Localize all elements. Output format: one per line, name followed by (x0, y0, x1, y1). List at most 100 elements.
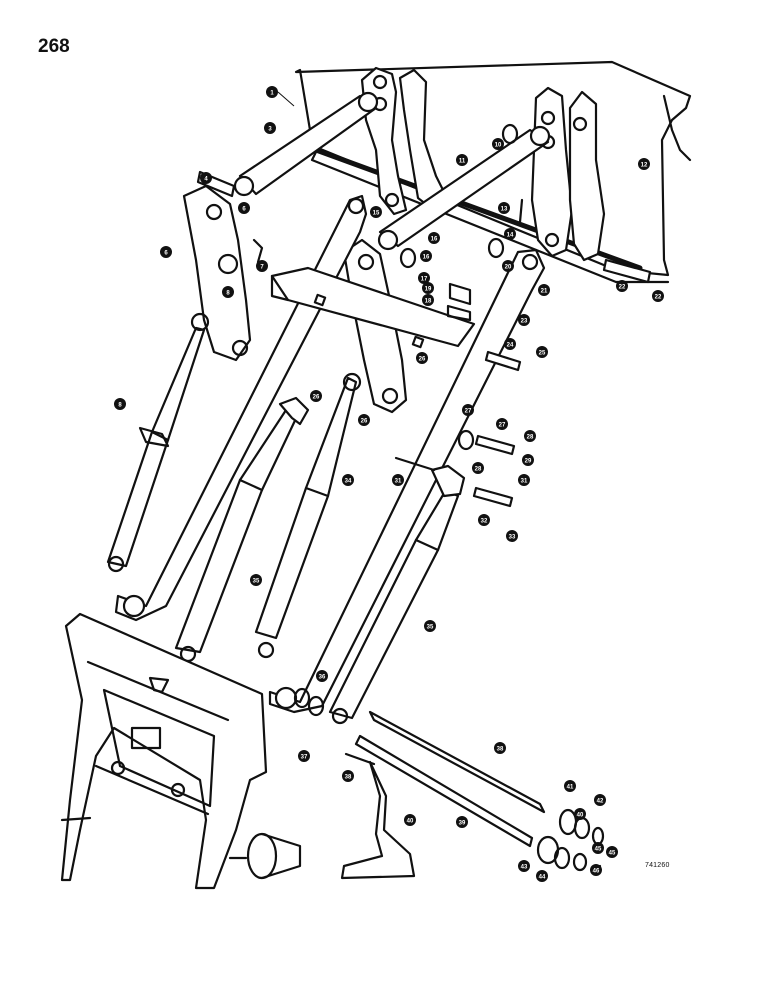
callout-38: 3 (264, 122, 276, 134)
callout-number: 18 (425, 298, 432, 304)
callout-number: 13 (501, 206, 508, 212)
callout-18: 38 (494, 742, 506, 754)
callout-17: 40 (574, 808, 586, 820)
callout-16: 29 (522, 454, 534, 466)
callout-number: 45 (609, 850, 616, 856)
callout-number: 7 (260, 264, 264, 270)
callout-number: 33 (509, 534, 516, 540)
callout-29: 8 (114, 398, 126, 410)
callout-number: 1 (270, 90, 274, 96)
callout-number: 12 (641, 162, 648, 168)
callout-30: 25 (536, 346, 548, 358)
callout-37: 19 (422, 282, 434, 294)
callout-number: 4 (204, 176, 208, 182)
callout-number: 41 (567, 784, 574, 790)
callout-36: 18 (422, 294, 434, 306)
callout-39: 4 (200, 172, 212, 184)
callout-41: 22 (652, 290, 664, 302)
lift-cylinder-left (174, 396, 310, 663)
tilt-cylinder-left (106, 312, 210, 573)
callout-40b: 16 (428, 232, 440, 244)
callout-number: 21 (541, 288, 548, 294)
callout-number: 43 (521, 864, 528, 870)
callout-1: 40 (404, 814, 416, 826)
bracket-item-1 (340, 760, 416, 880)
callout-number: 6 (164, 250, 168, 256)
callout-44: 14 (504, 228, 516, 240)
callout-number: 15 (373, 210, 380, 216)
callout-24: 20 (502, 260, 514, 272)
callout-27b: 26 (358, 414, 370, 426)
callout-13: 45 (606, 846, 618, 858)
callout-16b: 42 (594, 794, 606, 806)
callout-number: 42 (597, 798, 604, 804)
callout-27: 26 (310, 390, 322, 402)
callout-6b: 35 (424, 620, 436, 632)
callout-number: 31 (395, 478, 402, 484)
lift-cylinder-middle (254, 372, 362, 659)
callout-balloons: 1 3 4 6 6 7 8 8 10 11 12 13 14 15 16 16 … (114, 86, 664, 882)
callout-11: 46 (590, 864, 602, 876)
callout-number: 34 (345, 478, 352, 484)
callout-number: 38 (497, 746, 504, 752)
callout-7: 33 (506, 530, 518, 542)
callout-14: 43 (518, 860, 530, 872)
callout-31: 24 (504, 338, 516, 350)
callout-26: 6 (160, 246, 172, 258)
callout-34: 8 (222, 286, 234, 298)
callout-30b: 28 (524, 430, 536, 442)
callout-21: 36 (316, 670, 328, 682)
figure-reference-number: 741260 (645, 862, 670, 869)
pivot-shafts (354, 710, 605, 872)
tilt-link-upper-right (377, 125, 551, 251)
callout-number: 14 (507, 232, 514, 238)
callout-43: 13 (498, 202, 510, 214)
callout-number: 16 (431, 236, 438, 242)
loader-frame (60, 612, 268, 890)
callout-number: 40 (577, 812, 584, 818)
callout-26b: 21 (538, 284, 550, 296)
callout-12: 45 (592, 842, 604, 854)
callout-number: 37 (301, 754, 308, 760)
callout-number: 45 (595, 846, 602, 852)
callout-10: 31 (518, 474, 530, 486)
callout-number: 44 (539, 874, 546, 880)
callout-number: 6 (242, 206, 246, 212)
callout-8: 31 (392, 474, 404, 486)
callout-number: 8 (226, 290, 230, 296)
callout-number: 22 (619, 284, 626, 290)
callout-number: 38 (345, 774, 352, 780)
callout-45: 1 (266, 86, 295, 107)
callout-20: 41 (564, 780, 576, 792)
callout-48: 12 (638, 158, 650, 170)
callout-15: 44 (536, 870, 548, 882)
callout-26c: 26 (416, 352, 428, 364)
callout-32: 6 (238, 202, 250, 214)
callout-number: 39 (459, 820, 466, 826)
callout-number: 28 (475, 466, 482, 472)
bellcrank-left (182, 184, 252, 362)
callout-23: 28 (472, 462, 484, 474)
callout-35b: 17 (418, 272, 430, 284)
callout-number: 26 (361, 418, 368, 424)
callout-number: 27 (465, 408, 472, 414)
callout-number: 26 (313, 394, 320, 400)
callout-number: 8 (118, 402, 122, 408)
callout-number: 16 (423, 254, 430, 260)
callout-number: 24 (507, 342, 514, 348)
callout-46: 10 (492, 138, 504, 150)
callout-3: 38 (342, 770, 354, 782)
callout-28: 23 (518, 314, 530, 326)
callout-33: 7 (256, 260, 268, 272)
callout-number: 19 (425, 286, 432, 292)
hub-assembly (228, 832, 302, 880)
callout-number: 3 (268, 126, 272, 132)
callout-28b: 34 (342, 474, 354, 486)
callout-number: 35 (253, 578, 260, 584)
callout-number: 35 (427, 624, 434, 630)
callout-number: 46 (593, 868, 600, 874)
callout-6: 35 (250, 574, 262, 586)
lift-cylinder-right (328, 464, 466, 725)
callout-number: 36 (319, 674, 326, 680)
